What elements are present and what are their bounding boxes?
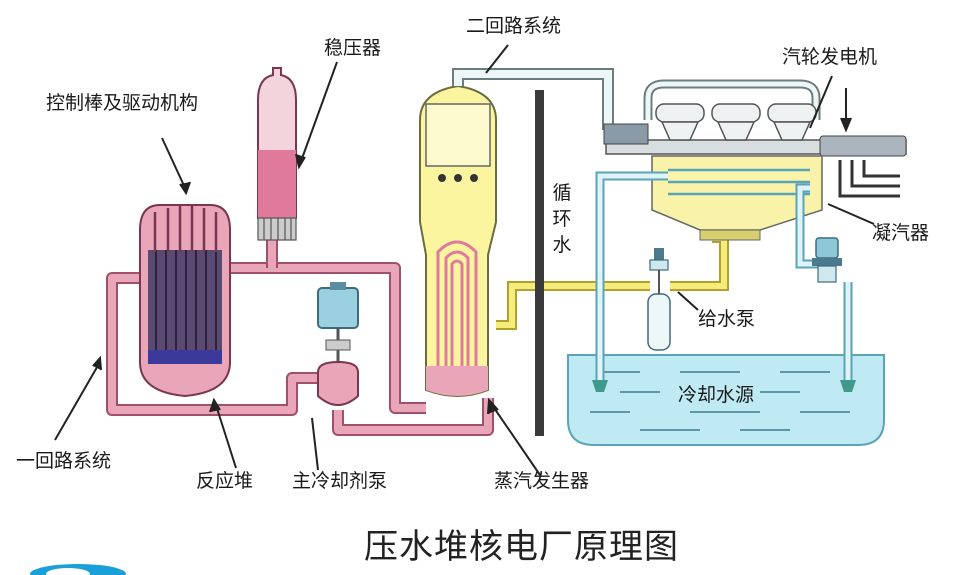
main-coolant-pump (317, 282, 359, 406)
logo-mark (30, 564, 126, 575)
label-leaders (54, 44, 875, 476)
containment-wall (535, 90, 544, 436)
label-secondary-loop: 二回路系统 (466, 15, 562, 37)
label-steam-generator: 蒸汽发生器 (494, 470, 590, 492)
label-primary-loop: 一回路系统 (16, 450, 112, 472)
label-turbine-generator: 汽轮发电机 (782, 46, 878, 68)
diagram-title: 压水堆核电厂原理图 (364, 527, 679, 567)
label-circulating-water-2: 环 (552, 208, 572, 230)
reactor-vessel (139, 204, 231, 398)
label-condenser: 凝汽器 (872, 222, 930, 244)
label-circulating-water: 循 环 水 (552, 180, 572, 258)
circulating-pump (812, 237, 842, 283)
feed-pump-unit (647, 248, 671, 351)
label-main-pump: 主冷却剂泵 (292, 470, 388, 492)
label-control-rods: 控制棒及驱动机构 (46, 92, 199, 114)
label-cooling-source: 冷却水源 (678, 384, 755, 406)
label-circulating-water-1: 循 (552, 182, 572, 204)
steam-line (452, 68, 614, 130)
pressurizer (257, 67, 297, 241)
cooling-water-basin (567, 354, 885, 446)
condenser (651, 155, 823, 241)
label-feed-pump: 给水泵 (698, 308, 756, 330)
label-circulating-water-3: 水 (552, 234, 572, 256)
label-reactor: 反应堆 (196, 470, 254, 492)
control-rod-drives (153, 206, 218, 252)
steam-generator (419, 84, 497, 397)
label-pressurizer: 稳压器 (324, 37, 382, 59)
circulating-water-lines (592, 171, 856, 392)
feedwater-line (496, 233, 729, 330)
turbine-generator (603, 79, 907, 198)
